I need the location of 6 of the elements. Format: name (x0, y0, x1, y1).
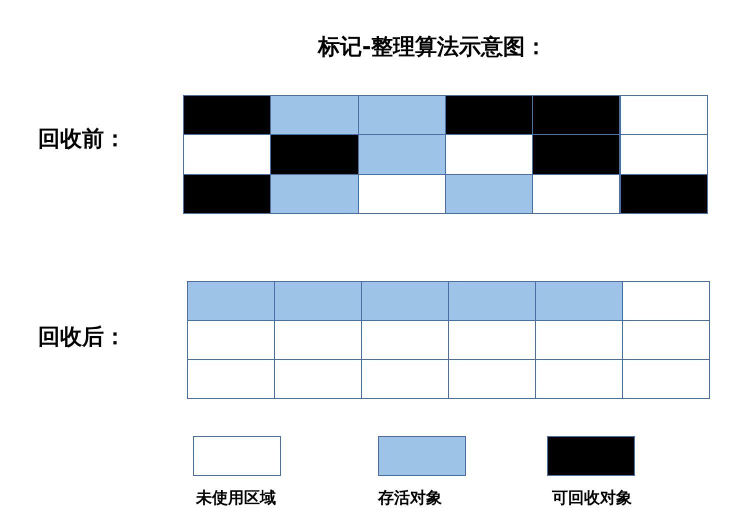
diagram-title: 标记-整理算法示意图： (318, 34, 548, 62)
legend-label: 存活对象 (378, 488, 442, 509)
legend-label: 可回收对象 (552, 488, 632, 509)
row-label: 回收前： (38, 126, 126, 154)
legend-label: 未使用区域 (196, 488, 276, 509)
row-label: 回收后： (38, 324, 126, 352)
